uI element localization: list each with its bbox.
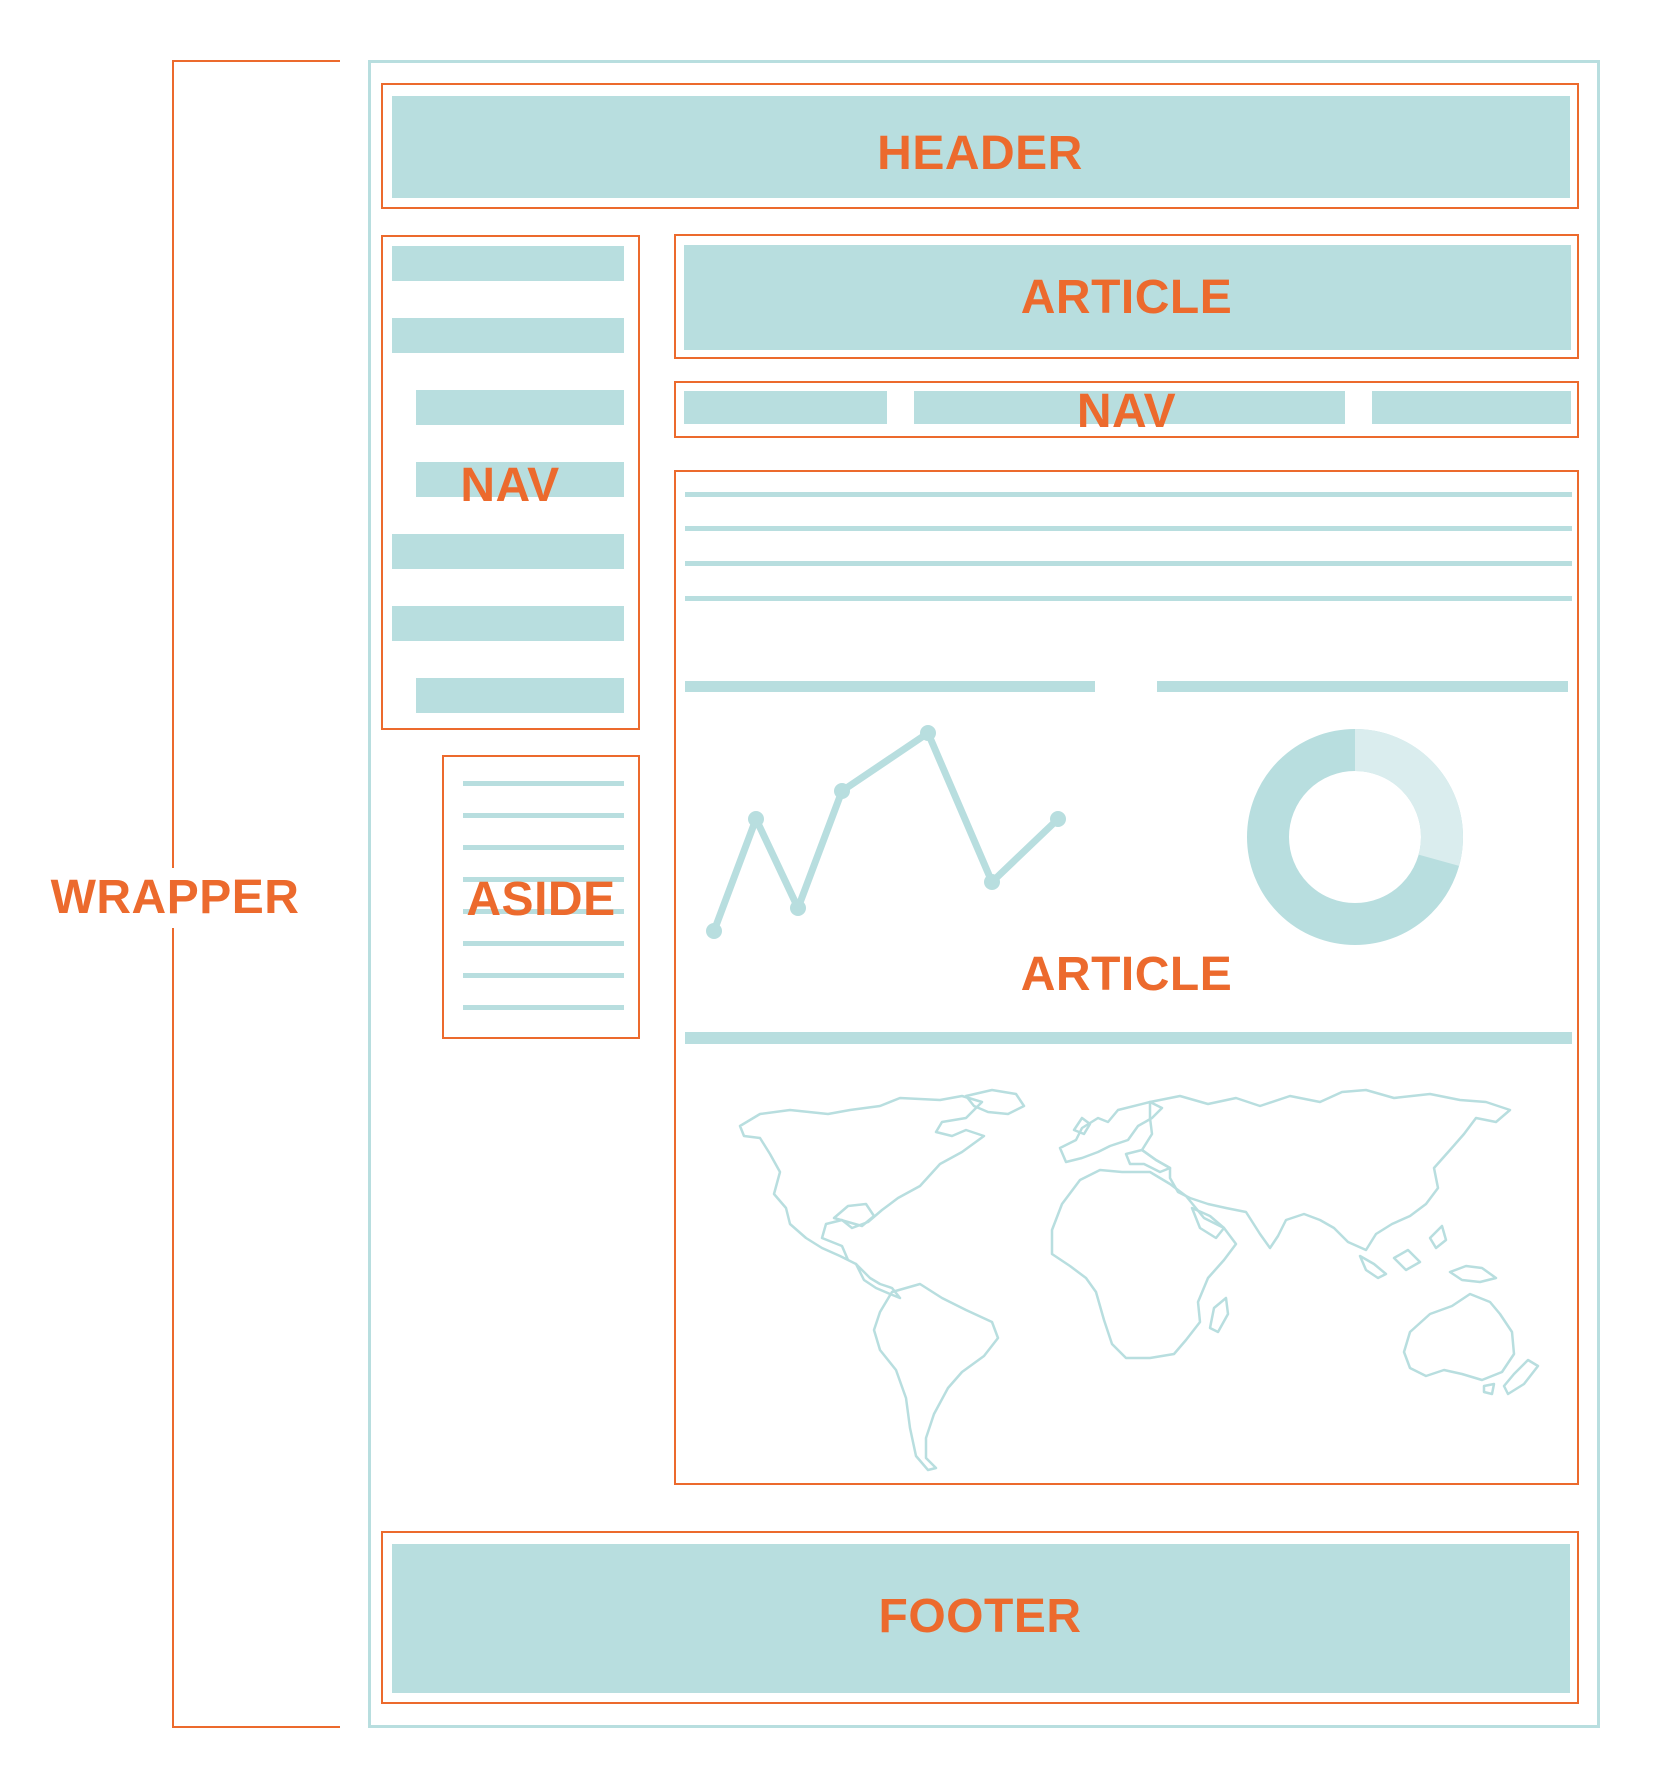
aside-line [463, 877, 624, 882]
aside-label: ASIDE [466, 873, 616, 926]
wrapper [368, 60, 1600, 1728]
top-nav-label: NAV [1076, 385, 1177, 438]
aside-line [463, 909, 624, 914]
top-nav [674, 381, 1579, 438]
map-caption-bar [685, 1032, 1572, 1044]
nav-item [392, 246, 624, 281]
header [381, 83, 1579, 209]
aside-line [463, 781, 624, 786]
aside-line [463, 941, 624, 946]
aside-line [463, 813, 624, 818]
footer-block [392, 1544, 1570, 1693]
header-label: HEADER [877, 127, 1083, 180]
world-map-icon [738, 1088, 1540, 1472]
side-nav-label: NAV [460, 459, 560, 512]
article-main [674, 470, 1579, 1485]
chart-caption-bar [685, 681, 1095, 692]
aside [442, 755, 640, 1039]
text-line [685, 492, 1572, 497]
aside-line [463, 845, 624, 850]
aside-line [463, 973, 624, 978]
nav-item [392, 606, 624, 641]
top-nav-item [684, 391, 887, 424]
article-main-label: ARTICLE [1020, 948, 1233, 1001]
article-top-label: ARTICLE [1020, 271, 1233, 324]
wrapper-label: WRAPPER [40, 868, 310, 928]
text-line [685, 561, 1572, 566]
nav-item [392, 318, 624, 353]
footer-label: FOOTER [878, 1590, 1082, 1643]
nav-subitem [416, 390, 624, 425]
nav-subitem [416, 462, 624, 497]
text-line [685, 596, 1572, 601]
top-nav-item [914, 391, 1345, 424]
chart-caption-bar [1157, 681, 1568, 692]
nav-subitem [416, 678, 624, 713]
header-block [392, 96, 1570, 198]
article-top [674, 234, 1579, 359]
donut-chart-icon [1247, 729, 1463, 945]
footer [381, 1531, 1579, 1704]
text-line [685, 526, 1572, 531]
line-chart-icon [706, 725, 1066, 939]
nav-item [392, 534, 624, 569]
side-nav [381, 235, 640, 730]
aside-line [463, 1005, 624, 1010]
article-top-block [684, 245, 1571, 350]
top-nav-item [1372, 391, 1571, 424]
